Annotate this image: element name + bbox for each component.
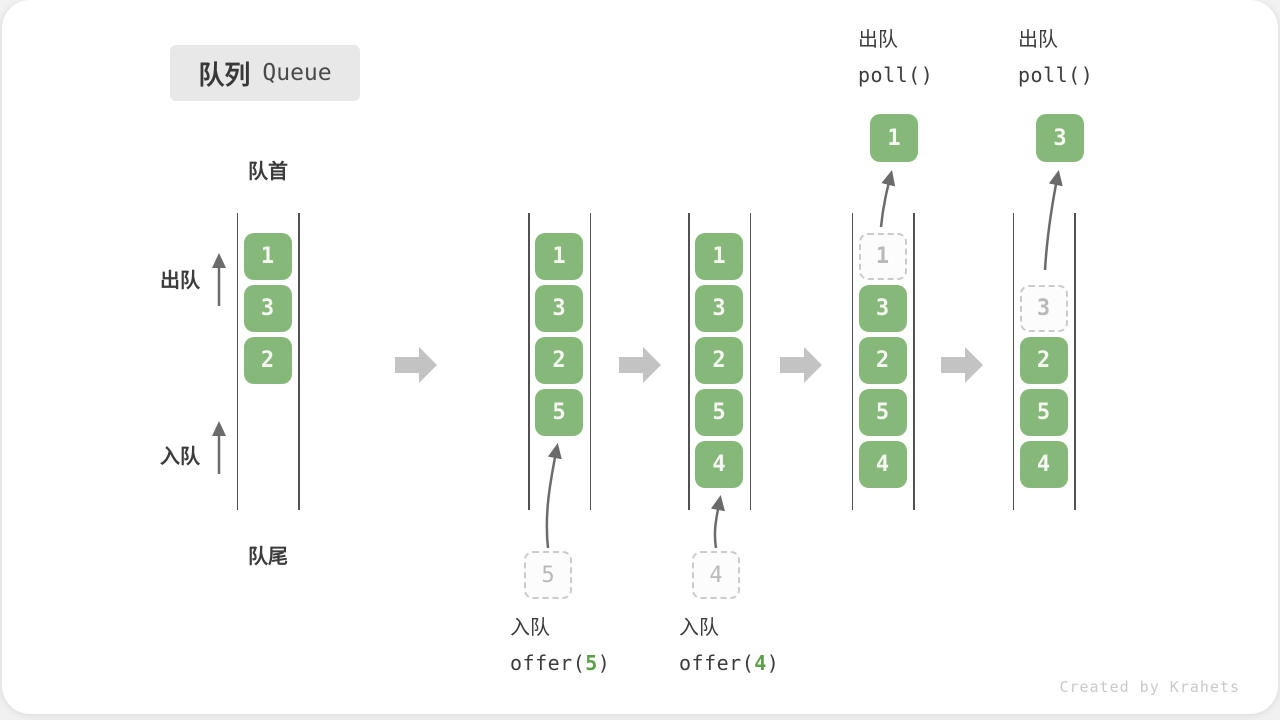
diagram-title-box: 队列 Queue	[170, 45, 360, 101]
label-dequeue-direction: 出队	[160, 270, 200, 292]
watermark: Created by Krahets	[1059, 678, 1240, 696]
label-queue-front: 队首	[248, 161, 288, 183]
label-queue-rear: 队尾	[248, 546, 288, 568]
title-en: Queue	[262, 60, 332, 86]
title-zh: 队列	[198, 59, 251, 90]
label-enqueue-direction: 入队	[160, 446, 200, 468]
